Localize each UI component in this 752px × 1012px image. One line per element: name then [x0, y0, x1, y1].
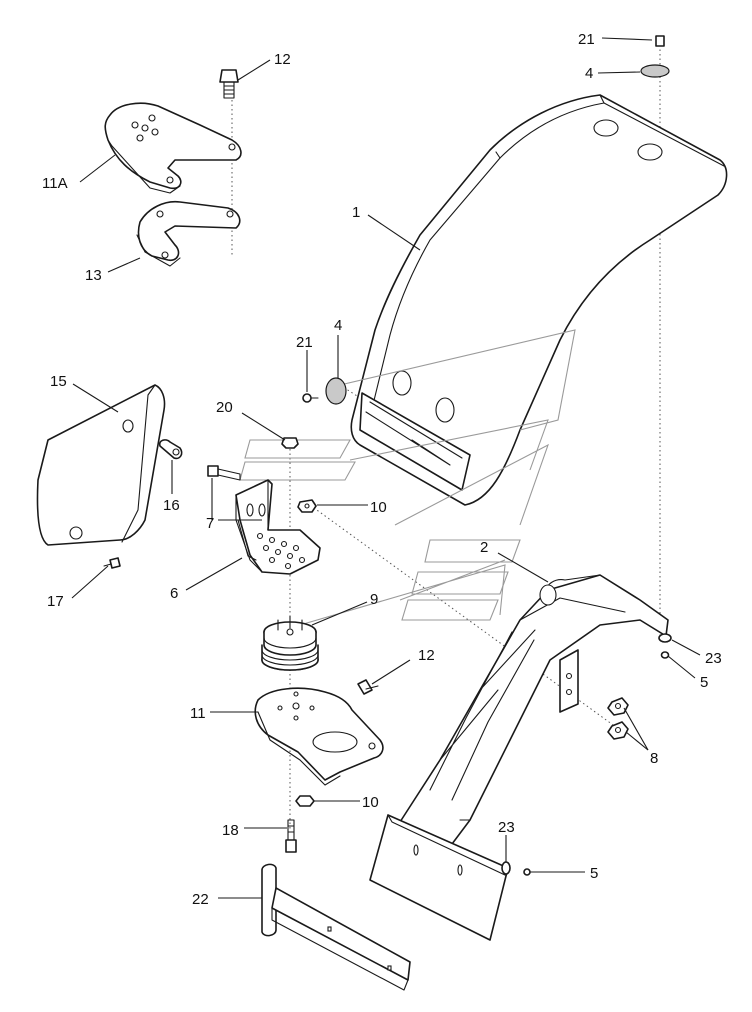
bolt-part-18: [285, 819, 297, 853]
bolt-part-16: [158, 439, 183, 460]
leader-lines: [71, 37, 701, 899]
callout-8: 8: [650, 750, 658, 767]
callout-22: 22: [192, 891, 209, 908]
callout-18: 18: [222, 822, 239, 839]
fender-part-1: [299, 94, 728, 626]
callout-4-mid: 4: [334, 317, 342, 334]
callout-11a: 11A: [42, 175, 68, 192]
callout-labels: 21 4 12 11A 13 1 4 21 15 20 16 10 7 6 17…: [42, 31, 722, 908]
t-bar-part-22: [261, 863, 411, 991]
washer-part-23-bottom: [501, 861, 511, 875]
callout-13: 13: [85, 267, 102, 284]
nut-part-5-top: [660, 651, 670, 659]
screw-part-21-mid: [302, 393, 319, 403]
screw-part-21-top: [655, 35, 665, 47]
callout-9: 9: [370, 591, 378, 608]
callout-1: 1: [352, 204, 360, 221]
bracket-part-13: [136, 200, 241, 267]
base-plate-part-11: [254, 687, 384, 786]
support-arm-part-2: [369, 574, 669, 941]
bolt-part-12-mid: [357, 679, 379, 695]
callout-16: 16: [163, 497, 180, 514]
nuts-part-8: [607, 697, 629, 740]
callout-5-top: 5: [700, 674, 708, 691]
callout-12-top: 12: [274, 51, 291, 68]
callout-11: 11: [190, 705, 206, 722]
callout-21-top: 21: [578, 31, 595, 48]
nut-part-20: [281, 437, 299, 449]
plug-part-4-mid: [325, 377, 347, 405]
nut-part-5-bottom: [523, 868, 531, 876]
callout-6: 6: [170, 585, 178, 602]
nut-part-10-top: [297, 499, 317, 513]
plug-part-4-top: [640, 64, 670, 78]
bracket-part-11a: [104, 102, 242, 194]
callout-5-bottom: 5: [590, 865, 598, 882]
callout-7: 7: [206, 515, 214, 532]
callout-23-bottom: 23: [498, 819, 515, 836]
side-panel-part-15: [36, 384, 166, 546]
mounting-plate-shadows: [239, 439, 521, 621]
bolt-part-7: [207, 465, 241, 481]
callout-4-top: 4: [585, 65, 593, 82]
washer-part-23-top: [658, 633, 672, 643]
bracket-part-6: [235, 479, 321, 575]
callout-21-mid: 21: [296, 334, 313, 351]
callout-10-top: 10: [370, 499, 387, 516]
callout-2: 2: [480, 539, 488, 556]
isolator-part-9: [261, 615, 319, 671]
callout-17: 17: [47, 593, 64, 610]
screw-part-17: [103, 557, 121, 569]
callout-23-top: 23: [705, 650, 722, 667]
callout-10-bottom: 10: [362, 794, 379, 811]
callout-12-mid: 12: [418, 647, 435, 664]
nut-part-10-bottom: [295, 795, 315, 807]
bolt-part-12-top: [219, 69, 239, 99]
callout-15: 15: [50, 373, 67, 390]
callout-20: 20: [216, 399, 233, 416]
